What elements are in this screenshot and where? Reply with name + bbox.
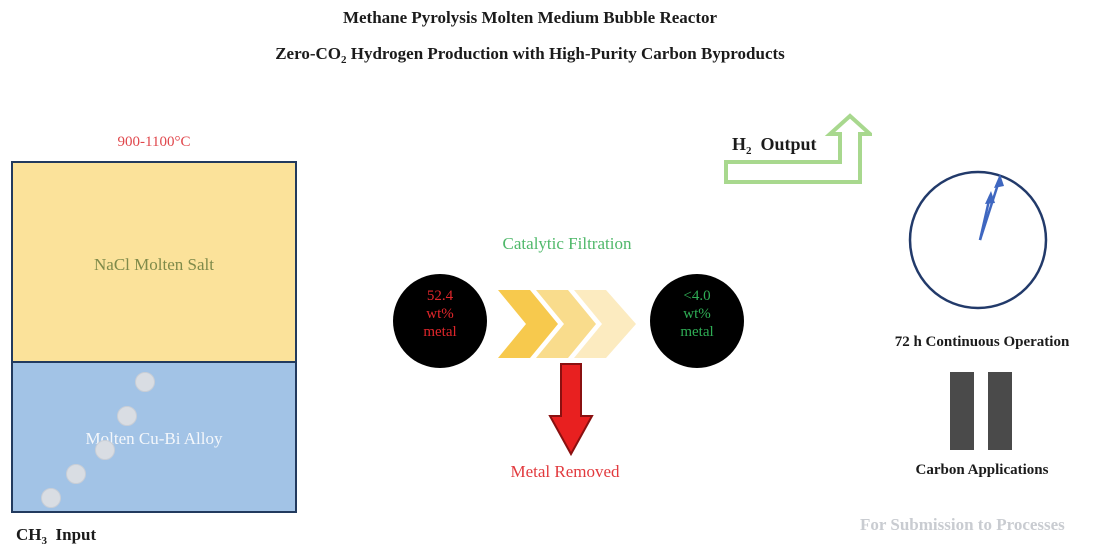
- carbon-bar-left: [950, 372, 974, 450]
- carbon-bar-right: [988, 372, 1012, 450]
- molten-alloy-label: Molten Cu-Bi Alloy: [85, 429, 223, 448]
- gas-bubble: [117, 406, 137, 426]
- after-metal-circle: <4.0 wt% metal: [650, 274, 744, 368]
- before-metal-circle: 52.4 wt% metal: [393, 274, 487, 368]
- ch3-input-label: CH3 Input: [16, 525, 96, 547]
- subtitle-text-pre: Zero-CO: [275, 44, 341, 63]
- chevron-arrow-3: [574, 290, 636, 358]
- catalytic-filtration-label: Catalytic Filtration: [502, 234, 632, 253]
- h2-output-label: H2 Output: [732, 134, 817, 157]
- molten-salt-label: NaCl Molten Salt: [94, 255, 214, 274]
- diagram-subtitle: Zero-CO2 Hydrogen Production with High-P…: [0, 44, 1060, 66]
- chevron-arrow-1: [498, 290, 558, 358]
- h2-output-text: Output: [751, 134, 817, 154]
- temperature-label: 900-1100°C: [117, 134, 191, 150]
- molten-salt-layer: NaCl Molten Salt: [13, 163, 295, 363]
- metal-removed-arrow-icon: [548, 363, 594, 457]
- chevron-arrow-2: [536, 290, 596, 358]
- ch3-input-text: Input: [47, 525, 97, 544]
- gas-bubble: [66, 464, 86, 484]
- h2-text: H: [732, 134, 747, 154]
- gas-bubble: [41, 488, 61, 508]
- subtitle-text-post: Hydrogen Production with High-Purity Car…: [346, 44, 785, 63]
- carbon-applications-label: Carbon Applications: [915, 462, 1049, 478]
- subtitle-subscript: 2: [341, 54, 347, 66]
- continuous-operation-label: 72 h Continuous Operation: [894, 334, 1070, 350]
- after-metal-unit: wt%: [683, 306, 711, 322]
- ch3-subscript: 3: [41, 535, 48, 547]
- h2-output-arrow-icon: [724, 113, 872, 184]
- after-metal-value: <4.0: [683, 288, 711, 304]
- molten-alloy-layer: Molten Cu-Bi Alloy: [13, 363, 295, 511]
- before-metal-value: 52.4: [426, 288, 454, 304]
- gas-bubble: [95, 440, 115, 460]
- submission-watermark: For Submission to Processes: [860, 515, 1065, 534]
- clock-icon: [908, 170, 1048, 310]
- h2-subscript: 2: [746, 145, 752, 157]
- filtration-chevrons: [498, 290, 636, 358]
- metal-removed-label: Metal Removed: [510, 462, 620, 481]
- after-metal-word: metal: [680, 324, 714, 340]
- ch3-text: CH: [16, 525, 42, 544]
- before-metal-word: metal: [423, 324, 457, 340]
- gas-bubble: [135, 372, 155, 392]
- diagram-title: Methane Pyrolysis Molten Medium Bubble R…: [342, 8, 718, 27]
- before-metal-unit: wt%: [426, 306, 454, 322]
- reactor-vessel: NaCl Molten Salt Molten Cu-Bi Alloy: [11, 161, 297, 513]
